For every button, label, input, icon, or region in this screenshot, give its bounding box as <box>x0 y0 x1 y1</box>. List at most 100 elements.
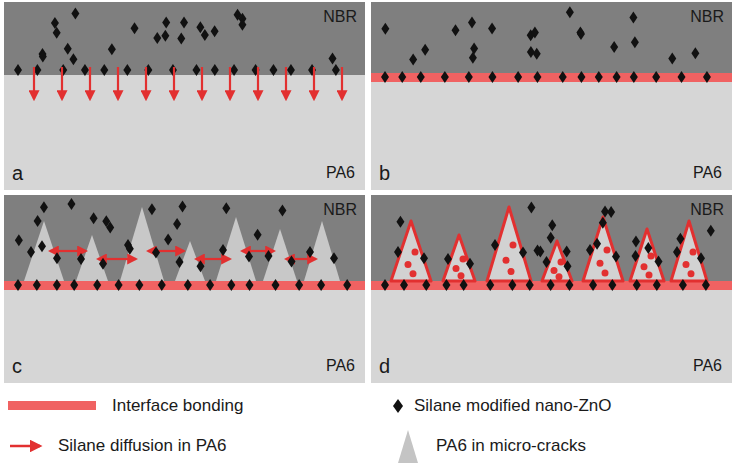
nano-zno-particle <box>153 32 161 44</box>
bond-dot <box>405 261 412 268</box>
silane-diffusion-arrow <box>201 67 203 99</box>
nano-zno-particle <box>679 279 687 291</box>
legend-text: Silane diffusion in PA6 <box>58 436 227 456</box>
bond-dot <box>683 261 690 268</box>
nano-zno-particle <box>527 202 535 214</box>
nano-zno-particle <box>422 279 430 291</box>
bond-dot <box>412 249 419 256</box>
nano-zno-particle <box>64 43 72 55</box>
nano-zno-particle <box>612 251 620 263</box>
nano-zno-particle <box>586 244 594 256</box>
bonded-micro-crack <box>391 221 431 281</box>
nano-zno-particle <box>652 71 660 83</box>
silane-diffusion-arrow <box>117 67 119 99</box>
pa6-layer <box>371 195 732 383</box>
bond-dot <box>453 265 460 272</box>
nano-zno-particle <box>531 27 539 39</box>
nano-zno-particle <box>577 71 585 83</box>
nano-zno-particle <box>100 64 108 76</box>
nano-zno-particle <box>245 251 253 263</box>
nano-zno-particle <box>466 258 474 270</box>
nano-zno-particle <box>14 64 22 76</box>
nano-zno-particle <box>126 243 134 255</box>
nano-zno-particle <box>547 232 555 244</box>
nano-zno-particle <box>527 46 535 58</box>
nbr-layer <box>371 2 732 75</box>
nano-zno-particle <box>184 279 192 291</box>
silane-diffusion-arrow <box>301 258 316 260</box>
nano-zno-particle <box>27 246 35 258</box>
layer-label: PA6 <box>693 357 722 375</box>
bond-dot <box>558 259 565 266</box>
nano-zno-particle <box>164 233 172 245</box>
silane-diffusion-arrow <box>285 67 287 99</box>
nbr-layer <box>4 2 365 75</box>
nano-zno-particle <box>536 246 544 258</box>
nano-zno-particle <box>77 253 85 265</box>
nano-zno-particle <box>177 32 185 44</box>
nano-zno-particle <box>53 27 61 39</box>
nano-zno-particle <box>491 239 499 251</box>
pa6-micro-crack <box>304 221 340 281</box>
nano-zno-particle <box>400 279 408 291</box>
silane-diffusion-arrow <box>341 67 343 99</box>
nano-zno-particle <box>162 16 170 28</box>
bond-dot <box>551 267 558 274</box>
nano-zno-particle <box>547 279 555 291</box>
nano-zno-particle <box>15 234 23 246</box>
panel-letter: d <box>379 355 390 378</box>
nano-zno-particle <box>278 205 286 217</box>
nano-zno-particle <box>533 48 541 60</box>
bonded-micro-crack <box>671 221 707 281</box>
nano-zno-particle <box>381 279 389 291</box>
silane-diffusion-arrow <box>61 67 63 99</box>
nano-zno-particle <box>599 217 607 229</box>
nano-zno-particle <box>222 202 230 214</box>
nano-zno-particle <box>328 53 336 65</box>
bonded-micro-crack <box>487 207 531 281</box>
nano-zno-particle <box>265 250 273 262</box>
nano-zno-particle <box>71 7 79 19</box>
silane-diffusion-arrow <box>173 67 175 99</box>
nano-zno-particle <box>589 279 597 291</box>
silane-diffusion-arrow <box>196 258 213 260</box>
nano-zno-particle <box>548 219 556 231</box>
nano-zno-particle <box>102 215 110 227</box>
legend-swatch <box>8 401 96 410</box>
nano-zno-particle <box>131 22 139 34</box>
nano-zno-particle <box>246 279 254 291</box>
nano-zno-particle <box>206 279 214 291</box>
nano-zno-particle <box>343 279 351 291</box>
nano-zno-particle <box>595 71 603 83</box>
nano-zno-particle <box>460 279 468 291</box>
panel-letter: a <box>12 162 23 185</box>
bonded-micro-crack <box>583 217 623 281</box>
bonded-micro-crack <box>443 235 475 281</box>
bond-dot <box>556 273 563 280</box>
nano-zno-particle <box>99 258 107 270</box>
pa6-layer <box>4 195 365 383</box>
nano-zno-particle <box>53 279 61 291</box>
nano-zno-particle <box>629 11 637 23</box>
bond-dot <box>458 272 465 279</box>
nano-zno-particle <box>703 71 711 83</box>
silane-diffusion-arrow <box>98 258 117 260</box>
nano-zno-particle <box>441 71 449 83</box>
nano-zno-particle <box>442 279 450 291</box>
layer-label: PA6 <box>326 164 355 182</box>
nano-zno-particle <box>468 17 476 29</box>
nano-zno-particle <box>526 279 534 291</box>
pa6-micro-crack <box>120 207 164 281</box>
silane-diffusion-arrow <box>257 67 259 99</box>
silane-diffusion-arrow <box>166 250 184 252</box>
silane-diffusion-arrow <box>258 250 274 252</box>
bond-dot <box>646 271 653 278</box>
nano-zno-particle <box>697 252 705 264</box>
nano-zno-particle <box>559 71 567 83</box>
nano-zno-particle <box>488 71 496 83</box>
nano-zno-particle <box>34 215 42 227</box>
bonded-micro-crack <box>542 241 572 281</box>
nano-zno-particle <box>69 53 77 65</box>
legend-triangle-sample <box>398 430 418 463</box>
